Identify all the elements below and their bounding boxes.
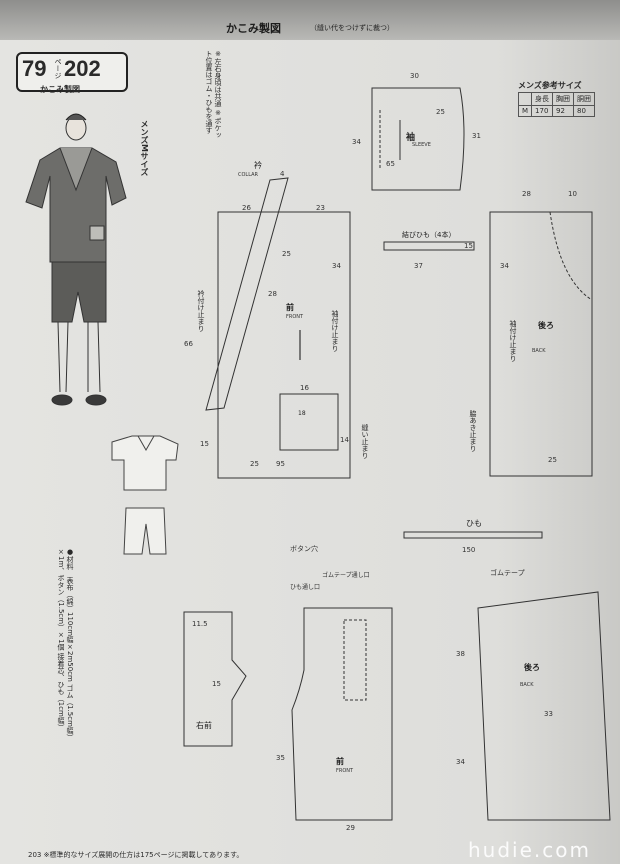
front-body-name-en: FRONT bbox=[286, 314, 304, 320]
front-note: 縫い止まり bbox=[361, 424, 369, 459]
sleeve-name: 袖 bbox=[404, 132, 414, 141]
front-body-name: 前 bbox=[286, 303, 294, 312]
tie-pattern bbox=[383, 241, 475, 251]
stitch-note: ※左右身頃は共通 ※ポケット位置はゴム・ひもを通す bbox=[205, 50, 222, 139]
string-pattern bbox=[403, 531, 543, 539]
collar-pattern bbox=[205, 177, 289, 411]
size-label: メンズMサイズ bbox=[140, 120, 149, 176]
back-body-name-en: BACK bbox=[532, 348, 546, 354]
flat-sketch-shorts bbox=[123, 507, 167, 555]
sleeve-pattern bbox=[371, 87, 465, 191]
header-subtitle: （縫い代をつけずに裁つ） bbox=[310, 24, 394, 32]
back-body-pattern bbox=[489, 211, 593, 477]
string-label: ひも bbox=[466, 519, 482, 528]
footer-text: ※標準的なサイズ展開の仕方は175ページに掲載してあります。 bbox=[43, 851, 244, 859]
back-note: 脇あき止まり bbox=[469, 410, 477, 452]
model-illustration bbox=[25, 113, 127, 406]
pants-back-pattern bbox=[477, 591, 611, 821]
collar-name: 衿 bbox=[254, 161, 262, 170]
back-dim: 25 bbox=[548, 456, 557, 464]
tie-label: 結びひも（4本） bbox=[402, 231, 456, 239]
collar-dim: 4 bbox=[280, 170, 285, 178]
pants-front-pattern bbox=[291, 607, 393, 821]
pants-back-dim: 33 bbox=[544, 710, 553, 718]
watermark: hudie.com bbox=[468, 838, 591, 862]
tie-dim: 15 bbox=[464, 242, 473, 250]
pants-front-dim: 35 bbox=[276, 754, 285, 762]
back-dim: 34 bbox=[500, 262, 509, 270]
size-table-row: M 170 92 80 bbox=[517, 105, 596, 117]
front-dim: 66 bbox=[184, 340, 193, 348]
size-table-cell: 80 bbox=[573, 105, 596, 117]
front-dim: 15 bbox=[200, 440, 209, 448]
page-number: 203 bbox=[28, 851, 42, 859]
back-dim: 28 bbox=[522, 190, 531, 198]
badge-number-b: 202 bbox=[64, 56, 101, 81]
badge-number-a: 79 bbox=[22, 56, 47, 81]
pattern-number-badge bbox=[16, 52, 128, 92]
sleeve-name-en: SLEEVE bbox=[412, 142, 431, 148]
pants-back-label: ゴムテープ bbox=[490, 569, 525, 577]
material-list: ●材料 表布（綿）110cm幅×2m50cm ゴム（1.5cm幅）×1m、ボタン… bbox=[57, 548, 74, 741]
pants-back-name: 後ろ bbox=[524, 663, 540, 672]
pants-back-name-en: BACK bbox=[520, 682, 534, 688]
front-dim: 16 bbox=[300, 384, 309, 392]
sleeve-dim: 65 bbox=[386, 160, 395, 168]
front-dim: 28 bbox=[268, 290, 277, 298]
back-note: 袖付け止まり bbox=[509, 320, 517, 362]
pants-back-dim: 38 bbox=[456, 650, 465, 658]
size-table-title: メンズ参考サイズ bbox=[518, 81, 582, 90]
pocket-pattern bbox=[183, 611, 247, 747]
front-dim: 25 bbox=[282, 250, 291, 258]
pants-back-dim: 34 bbox=[456, 758, 465, 766]
front-dim: 26 bbox=[242, 204, 251, 212]
front-dim: 95 bbox=[276, 460, 285, 468]
badge-subtitle: かこみ製図 bbox=[40, 85, 80, 94]
front-dim: 14 bbox=[340, 436, 349, 444]
sleeve-dim: 34 bbox=[352, 138, 361, 146]
pocket-dim: 18 bbox=[298, 410, 306, 417]
pocket-pattern-name: 右前 bbox=[196, 721, 212, 730]
header-title: かこみ製図 bbox=[226, 22, 281, 35]
front-note: 袖付け止まり bbox=[331, 310, 339, 352]
pants-front-dim: 29 bbox=[346, 824, 355, 832]
string-dim: 150 bbox=[462, 546, 476, 554]
sleeve-dim: 30 bbox=[410, 72, 419, 80]
pocket-pattern-dim: 15 bbox=[212, 680, 221, 688]
pocket-pattern-dim: 11.5 bbox=[192, 620, 208, 628]
front-note: 衿付け止まり bbox=[197, 290, 205, 332]
size-table-cell: M bbox=[517, 105, 533, 117]
pants-front-note: ゴムテープ通し口 bbox=[322, 572, 370, 579]
front-dim: 25 bbox=[250, 460, 259, 468]
tie-dim: 37 bbox=[414, 262, 423, 270]
sleeve-dim: 31 bbox=[472, 132, 481, 140]
footer: 203 ※標準的なサイズ展開の仕方は175ページに掲載してあります。 bbox=[28, 850, 243, 860]
header-bar bbox=[0, 0, 620, 40]
size-table-cell: 92 bbox=[552, 105, 575, 117]
front-dim: 34 bbox=[332, 262, 341, 270]
front-dim: 23 bbox=[316, 204, 325, 212]
front-body-pattern bbox=[217, 211, 351, 479]
pants-front-note: ボタン穴 bbox=[290, 545, 318, 553]
size-table: 身長 胸囲 胴囲 M 170 92 80 bbox=[517, 92, 596, 117]
pants-front-name-en: FRONT bbox=[336, 768, 354, 774]
back-dim: 10 bbox=[568, 190, 577, 198]
sleeve-dim: 25 bbox=[436, 108, 445, 116]
collar-name-en: COLLAR bbox=[238, 172, 259, 178]
pants-front-note: ひも通し口 bbox=[290, 584, 321, 591]
back-body-name: 後ろ bbox=[538, 321, 554, 330]
badge-separator: ページ bbox=[54, 58, 62, 79]
pants-front-name: 前 bbox=[336, 757, 344, 766]
flat-sketch-top bbox=[111, 435, 179, 491]
